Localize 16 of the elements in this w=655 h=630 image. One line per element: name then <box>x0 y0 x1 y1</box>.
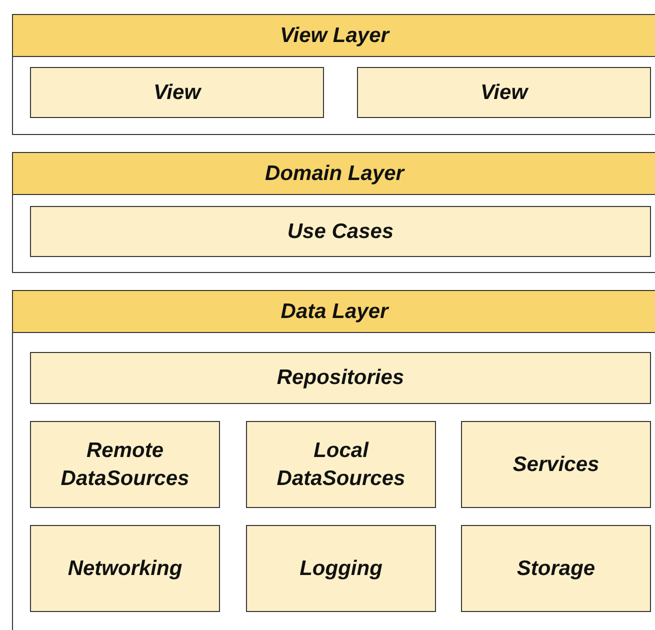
component-box: Use Cases <box>30 206 651 257</box>
component-box: View <box>30 67 324 118</box>
component-box: Networking <box>30 525 220 612</box>
layer-title: Data Layer <box>13 291 655 333</box>
layer-title: Domain Layer <box>13 153 655 195</box>
component-box: Repositories <box>30 352 651 404</box>
component-box: Remote DataSources <box>30 421 220 508</box>
layer-title: View Layer <box>13 15 655 57</box>
component-box: Storage <box>461 525 651 612</box>
component-box: Local DataSources <box>246 421 436 508</box>
layer-panel <box>12 152 655 273</box>
layer-panel <box>12 14 655 135</box>
component-box: Services <box>461 421 651 508</box>
component-box: Logging <box>246 525 436 612</box>
layer-panel <box>12 290 655 630</box>
component-box: View <box>357 67 651 118</box>
